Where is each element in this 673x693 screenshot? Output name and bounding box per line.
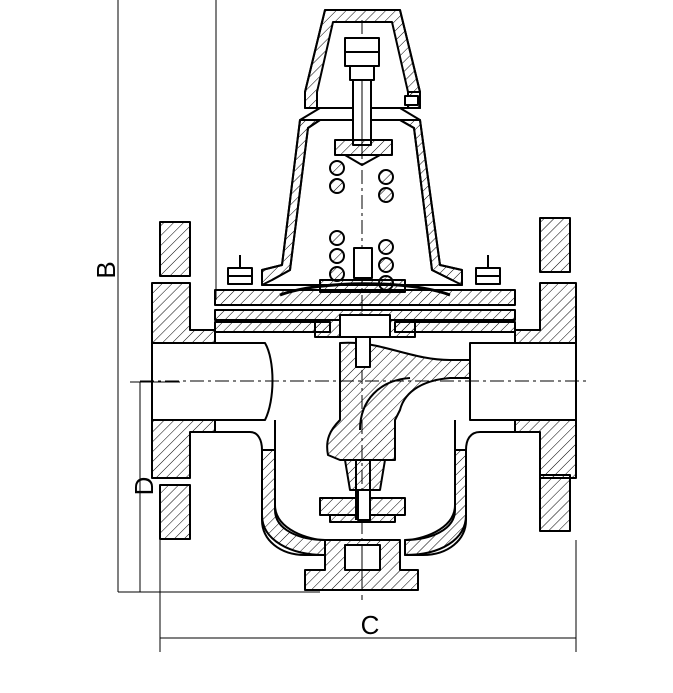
- diaphragm-assembly: [214, 282, 516, 338]
- dimension-label-d: D: [129, 477, 159, 496]
- dimension-d: [130, 381, 180, 593]
- dimension-c: [159, 530, 577, 652]
- bottom-plug: [304, 539, 419, 591]
- inner-elbow: [326, 341, 471, 491]
- valve-disc: [319, 489, 406, 523]
- right-flange: [514, 217, 577, 532]
- adjusting-screw: [334, 37, 393, 166]
- valve-body: [215, 342, 515, 556]
- dimension-label-c: C: [361, 610, 380, 640]
- bolt-right: [475, 255, 501, 285]
- top-cap: [304, 9, 421, 109]
- bolt-left: [227, 255, 253, 285]
- left-flange: [151, 221, 216, 540]
- dimension-label-b: B: [91, 261, 121, 278]
